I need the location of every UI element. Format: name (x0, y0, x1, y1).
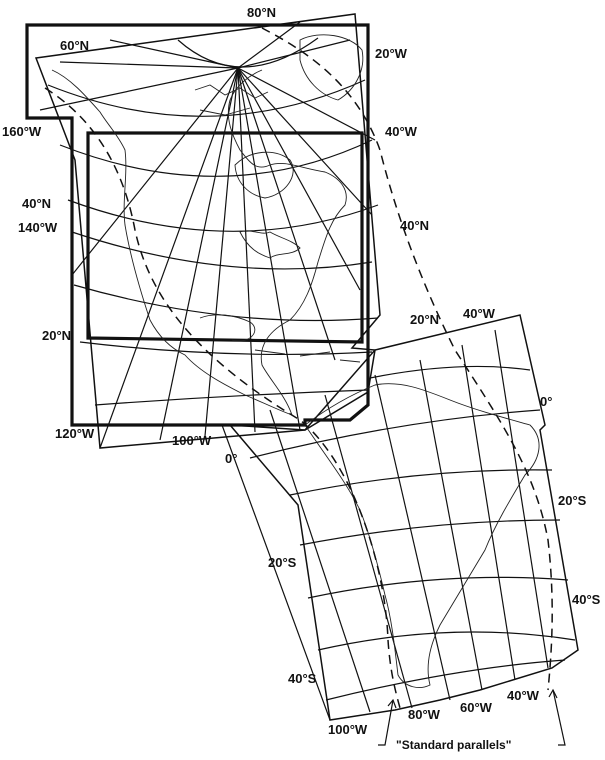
label-40w-bottom: 40°W (507, 688, 540, 703)
label-60n: 60°N (60, 38, 89, 53)
sa-meridian-40w (494, 329, 549, 669)
meridian-n-a (109, 39, 239, 69)
standard-parallel-west (44, 87, 401, 709)
sa-parallel-50s (325, 659, 566, 701)
meridian-160w (39, 67, 239, 111)
meridian-20w (237, 39, 351, 69)
sa-meridian-100w (221, 424, 331, 721)
label-0-left: 0° (225, 451, 237, 466)
parallel-50n (67, 199, 379, 232)
great-lakes (239, 230, 301, 259)
parallel-40n (71, 231, 373, 270)
greenland (299, 34, 364, 101)
label-0-right: 0° (540, 394, 552, 409)
meridian-70w (237, 67, 336, 361)
outer-index-frame (25, 23, 370, 427)
meridian-60w (237, 67, 361, 291)
north-america-sheet (25, 13, 381, 449)
sa-parallel-0 (249, 409, 541, 459)
meridian-180 (59, 61, 239, 69)
label-40w-mid: 40°W (463, 306, 496, 321)
label-80w: 80°W (408, 707, 441, 722)
label-120w: 120°W (55, 426, 95, 441)
meridian-50w (237, 67, 373, 216)
label-40s-left: 40°S (288, 671, 317, 686)
gulf-of-mexico (199, 314, 256, 342)
label-40n-left: 40°N (22, 196, 51, 211)
parallel-60n (59, 139, 373, 177)
label-100w-top: 100°W (172, 433, 212, 448)
label-40n-right: 40°N (400, 218, 429, 233)
parallel-80n (177, 37, 319, 68)
sa-meridian-50w (461, 344, 516, 681)
label-100w-bottom: 100°W (328, 722, 368, 737)
label-140w: 140°W (18, 220, 58, 235)
label-160w: 160°W (2, 124, 42, 139)
meridian-120w (99, 67, 239, 449)
meridian-100w (204, 67, 239, 437)
sa-meridian-60w (419, 359, 483, 691)
caribbean-islands (254, 349, 361, 363)
label-60w: 60°W (460, 700, 493, 715)
label-20n-left: 20°N (42, 328, 71, 343)
label-20w: 20°W (375, 46, 408, 61)
label-40w-top: 40°W (385, 124, 418, 139)
hudson-bay (234, 151, 294, 199)
meridian-n-b (237, 21, 301, 69)
standard-parallels-arrow-left (378, 699, 394, 746)
label-20n-right: 20°N (410, 312, 439, 327)
sa-parallel-10s (289, 469, 553, 496)
standard-parallel-east (261, 27, 553, 691)
sa-meridian-70w (374, 374, 451, 701)
label-40s-right: 40°S (572, 592, 601, 607)
sa-meridian-90w (269, 409, 371, 713)
sa-parallel-40s (317, 631, 576, 651)
sa-parallel-30s (307, 576, 569, 599)
standard-parallels-caption: "Standard parallels" (396, 738, 511, 752)
sa-meridian-80w (324, 394, 413, 709)
parallel-10n (94, 389, 369, 406)
parallel-20n (79, 341, 373, 356)
standard-parallels-arrow-right (552, 689, 566, 746)
label-20s-left: 20°S (268, 555, 297, 570)
sa-parallel-20s (299, 519, 561, 546)
label-20s-right: 20°S (558, 493, 587, 508)
standard-parallels-arrowhead-right (548, 688, 558, 699)
sa-parallel-10n (369, 365, 531, 379)
south-america-sheet-outline (228, 314, 579, 721)
inner-index-frame (86, 131, 364, 344)
meridian-110w (159, 67, 239, 441)
meridian-40w (237, 67, 376, 141)
north-america-coastline (51, 69, 347, 416)
meridian-80w (237, 67, 301, 431)
south-america-sheet (221, 314, 579, 721)
label-80n: 80°N (247, 5, 276, 20)
meridian-90w (237, 67, 256, 433)
meridian-140w (71, 67, 239, 276)
arctic-islands (194, 84, 269, 116)
standard-parallels-arrowhead-left (387, 698, 397, 709)
